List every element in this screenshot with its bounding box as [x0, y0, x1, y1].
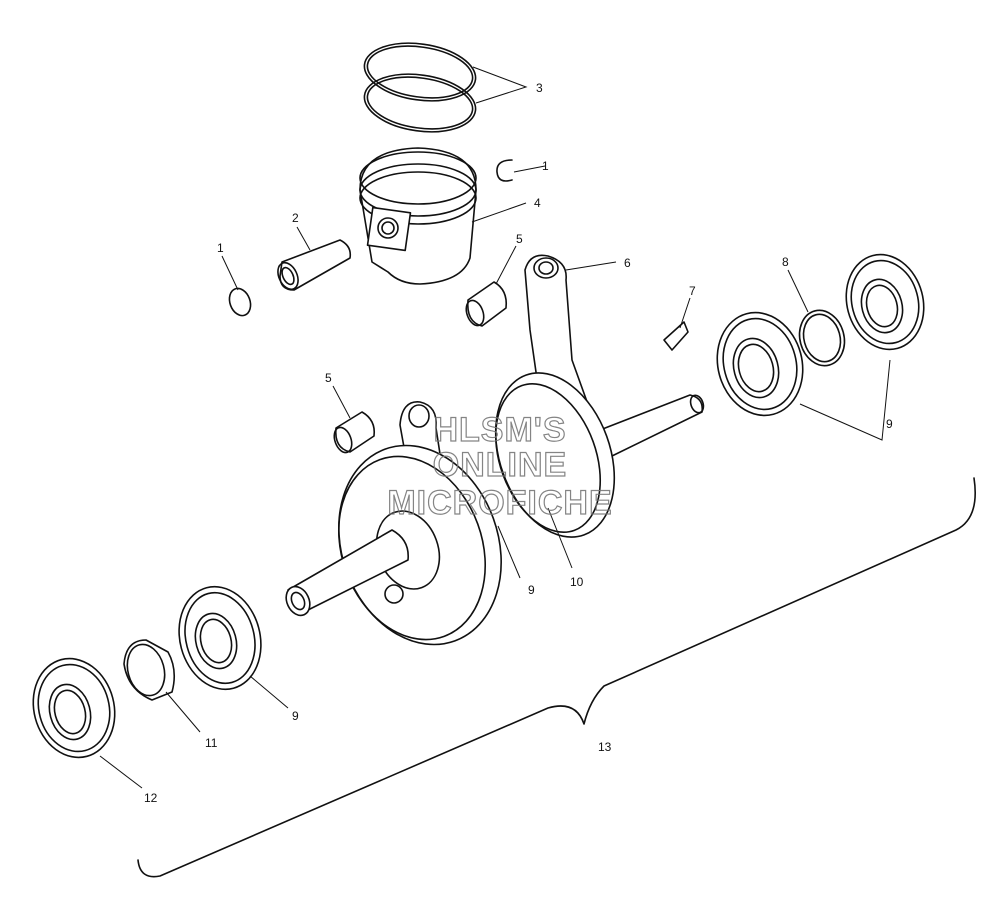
leader-12 — [99, 755, 143, 789]
leader-1-top — [513, 165, 546, 173]
watermark: HLSM'S ONLINE MICROFICHE — [387, 410, 613, 522]
callout-6: 6 — [624, 256, 631, 270]
leader-7 — [679, 297, 691, 329]
assembly-brace — [137, 477, 976, 878]
main-bearing-right — [716, 311, 804, 417]
leader-9-center — [497, 525, 521, 579]
leader-11 — [165, 691, 201, 733]
circlip-left — [228, 287, 252, 317]
watermark-line-2: ONLINE — [433, 446, 567, 484]
oil-seal-left — [32, 657, 116, 759]
circlip-right — [496, 159, 513, 182]
oil-seal-right — [845, 253, 925, 351]
callout-10: 10 — [570, 575, 584, 589]
callout-12: 12 — [144, 791, 158, 805]
needle-bearing-top — [465, 281, 508, 327]
spacer-ring — [798, 309, 846, 367]
leader-10 — [547, 507, 573, 569]
piston-rings — [363, 42, 477, 133]
callout-9-bottom: 9 — [292, 709, 299, 723]
callout-4: 4 — [534, 196, 541, 210]
callout-1-top: 1 — [542, 159, 549, 173]
callout-1-left: 1 — [217, 241, 224, 255]
callout-2: 2 — [292, 211, 299, 225]
main-bearing-left — [178, 585, 262, 691]
leader-8 — [787, 269, 809, 313]
watermark-line-3: MICROFICHE — [387, 484, 612, 522]
leader-2 — [296, 226, 311, 251]
leader-9-bottom — [249, 675, 289, 709]
callout-8: 8 — [782, 255, 789, 269]
callout-5-top: 5 — [516, 232, 523, 246]
leader-3 — [472, 66, 528, 104]
callout-11: 11 — [205, 736, 218, 750]
piston — [359, 147, 477, 285]
callout-5-mid: 5 — [325, 371, 332, 385]
spacer-left — [123, 639, 176, 701]
callout-9-right: 9 — [886, 417, 893, 431]
wrist-pin — [277, 239, 352, 291]
leader-5-top — [495, 245, 517, 285]
woodruff-key — [663, 321, 689, 351]
leader-1-left — [221, 255, 239, 291]
callout-13: 13 — [598, 740, 612, 754]
crankshaft — [285, 372, 705, 646]
callout-3: 3 — [536, 81, 543, 95]
leader-4 — [471, 202, 527, 223]
callout-9-center: 9 — [528, 583, 535, 597]
watermark-line-1: HLSM'S — [433, 411, 566, 449]
leader-9-right — [799, 359, 891, 441]
callout-7: 7 — [689, 284, 696, 298]
leader-6 — [565, 261, 617, 271]
needle-bearing-mid — [333, 411, 376, 454]
leader-5-mid — [332, 385, 351, 419]
callout-labels: 1 1 2 3 4 5 5 6 7 8 9 9 9 10 11 12 13 — [144, 81, 893, 805]
